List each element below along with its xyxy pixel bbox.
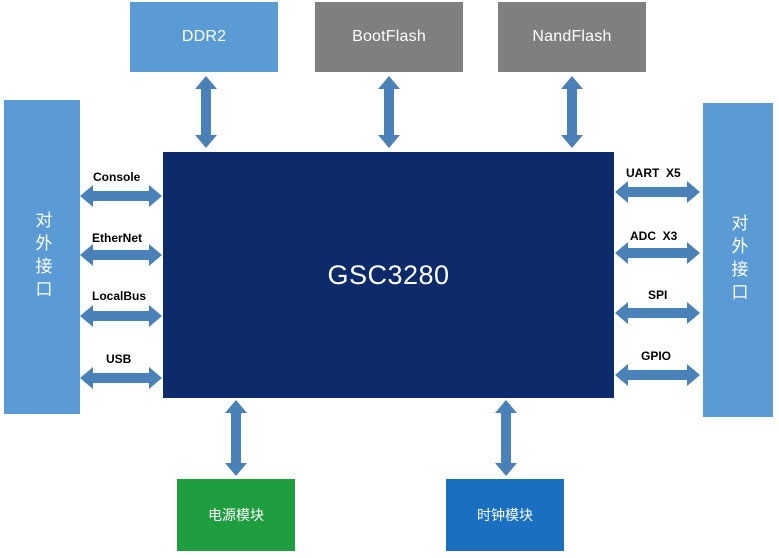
nandflash-cpu-arrow xyxy=(561,76,583,148)
ethernet-arrow xyxy=(80,244,162,266)
left-interface-label-console: Console xyxy=(93,170,141,184)
cpu-block: GSC3280 xyxy=(163,152,614,398)
spi-arrow xyxy=(615,302,700,324)
left-interface-label-ethernet: EtherNet xyxy=(92,231,143,245)
left-interface-label-usb: USB xyxy=(106,352,132,366)
uart-arrow xyxy=(615,181,700,203)
cpu-label: GSC3280 xyxy=(327,259,450,290)
right-external-interface-panel: 对外接口 xyxy=(703,103,773,417)
console-arrow xyxy=(80,185,162,207)
left-interface-label-localbus: LocalBus xyxy=(92,289,147,303)
clock-module-label: 时钟模块 xyxy=(477,508,533,524)
right-panel-label: 对外接口 xyxy=(727,214,748,306)
nandflash-label: NandFlash xyxy=(532,28,612,45)
right-interface-label-uart: UART X5 xyxy=(626,166,681,180)
gpio-arrow xyxy=(615,364,700,386)
nandflash-block: NandFlash xyxy=(498,2,646,72)
localbus-arrow xyxy=(80,305,162,327)
usb-arrow xyxy=(80,367,162,389)
right-interface-label-adc: ADC X3 xyxy=(630,229,678,243)
bootflash-cpu-arrow xyxy=(378,76,400,148)
ddr2-block: DDR2 xyxy=(130,2,278,72)
right-interface-label-gpio: GPIO xyxy=(641,349,672,363)
power-module-label: 电源模块 xyxy=(208,508,264,524)
power-cpu-arrow xyxy=(225,400,247,476)
clock-module-block: 时钟模块 xyxy=(446,479,564,551)
ddr2-label: DDR2 xyxy=(181,28,227,45)
adc-arrow xyxy=(615,242,700,264)
right-interface-label-spi: SPI xyxy=(648,288,668,302)
arrow-layer xyxy=(80,76,700,476)
left-panel-label: 对外接口 xyxy=(31,211,52,303)
power-module-block: 电源模块 xyxy=(177,479,295,551)
bootflash-label: BootFlash xyxy=(352,28,426,45)
left-external-interface-panel: 对外接口 xyxy=(4,100,80,414)
bootflash-block: BootFlash xyxy=(315,2,463,72)
ddr2-cpu-arrow xyxy=(195,76,217,148)
clock-cpu-arrow xyxy=(495,400,517,476)
